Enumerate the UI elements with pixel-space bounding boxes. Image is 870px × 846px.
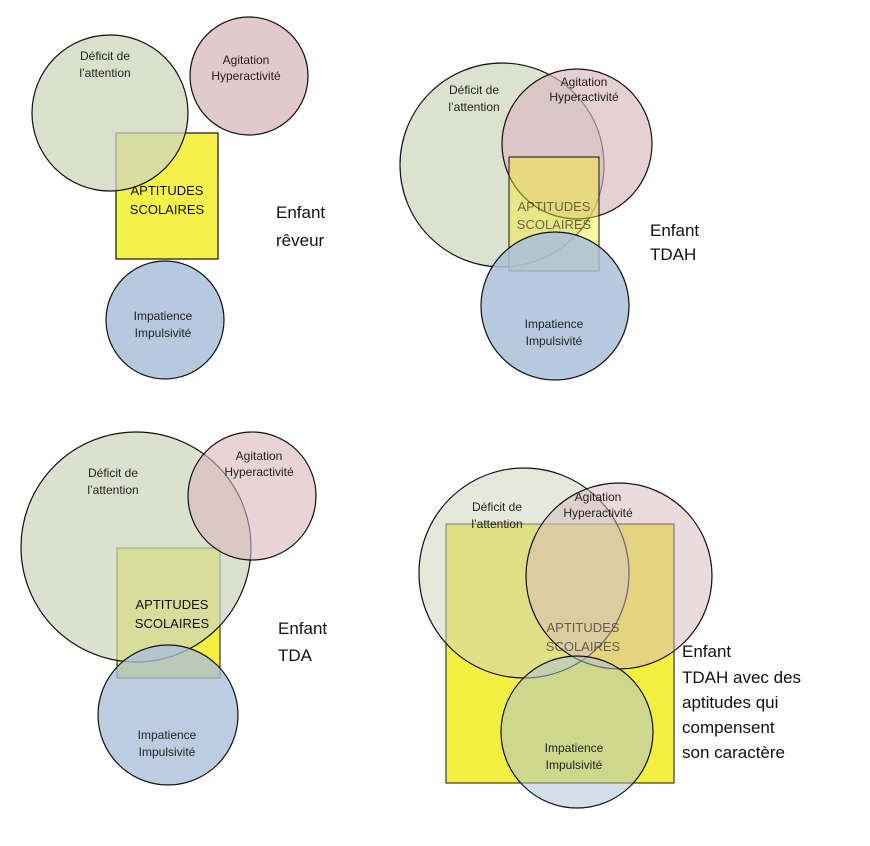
agitation-label-line-2: Hyperactivité <box>549 90 619 104</box>
attention-label-line-1: Déficit de <box>449 83 499 97</box>
aptitudes-label-line-2: SCOLAIRES <box>546 639 621 654</box>
caption-line-2: TDA <box>278 646 313 665</box>
aptitudes-label-line-1: APTITUDES <box>136 597 209 612</box>
agitation-label-line-2: Hyperactivité <box>224 465 294 479</box>
attention-circle <box>31 34 189 192</box>
aptitudes-label-line-1: APTITUDES <box>518 199 591 214</box>
attention-label-line-2: l’attention <box>87 483 138 497</box>
agitation-label-line-1: Agitation <box>223 53 270 67</box>
aptitudes-label-line-2: SCOLAIRES <box>135 616 210 631</box>
impulsivity-circle <box>480 231 630 381</box>
caption-line-4: compensent <box>682 718 775 737</box>
aptitudes-label-line-2: SCOLAIRES <box>130 202 205 217</box>
caption-line-3: aptitudes qui <box>682 693 778 712</box>
panel-enfant-reveur: Déficit de l’attention Agitation Hyperac… <box>31 16 325 380</box>
attention-label-line-1: Déficit de <box>80 49 130 63</box>
agitation-circle <box>187 431 317 561</box>
agitation-label-line-2: Hyperactivité <box>563 506 633 520</box>
impulsivity-label-line-1: Impatience <box>545 741 604 755</box>
impulsivity-label-line-1: Impatience <box>525 317 584 331</box>
attention-label-line-2: l’attention <box>448 100 499 114</box>
aptitudes-label-line-1: APTITUDES <box>547 620 620 635</box>
impulsivity-label-line-1: Impatience <box>138 728 197 742</box>
caption-line-1: Enfant <box>650 221 699 240</box>
aptitudes-label-line-1: APTITUDES <box>131 183 204 198</box>
agitation-circle <box>501 68 653 220</box>
caption-line-2: rêveur <box>276 231 325 250</box>
impulsivity-label-line-2: Impulsivité <box>526 334 583 348</box>
impulsivity-label-line-1: Impatience <box>134 309 193 323</box>
caption-line-1: Enfant <box>276 203 325 222</box>
agitation-label-line-1: Agitation <box>236 449 283 463</box>
caption-line-2: TDAH avec des <box>682 668 801 687</box>
panel-enfant-tdah-compense: Déficit de l’attention Agitation Hyperac… <box>418 467 801 809</box>
aptitudes-label-line-2: SCOLAIRES <box>517 217 592 232</box>
impulsivity-circle <box>500 655 654 809</box>
impulsivity-circle <box>97 644 239 786</box>
attention-label-line-1: Déficit de <box>88 466 138 480</box>
agitation-label-line-2: Hyperactivité <box>211 69 281 83</box>
caption-line-1: Enfant <box>278 619 327 638</box>
panel-enfant-tdah: Déficit de l’attention Agitation Hyperac… <box>399 62 699 381</box>
caption-line-2: TDAH <box>650 245 696 264</box>
attention-label-line-2: l’attention <box>471 517 522 531</box>
impulsivity-label-line-2: Impulsivité <box>139 745 196 759</box>
agitation-circle <box>189 16 309 136</box>
attention-label-line-1: Déficit de <box>472 500 522 514</box>
impulsivity-label-line-2: Impulsivité <box>135 326 192 340</box>
impulsivity-label-line-2: Impulsivité <box>546 758 603 772</box>
agitation-label-line-1: Agitation <box>575 490 622 504</box>
panel-enfant-tda: Déficit de l’attention Agitation Hyperac… <box>20 431 327 786</box>
agitation-label-line-1: Agitation <box>561 75 608 89</box>
caption-line-5: son caractère <box>682 743 785 762</box>
caption-line-1: Enfant <box>682 642 731 661</box>
impulsivity-circle <box>105 260 225 380</box>
attention-label-line-2: l’attention <box>79 66 130 80</box>
